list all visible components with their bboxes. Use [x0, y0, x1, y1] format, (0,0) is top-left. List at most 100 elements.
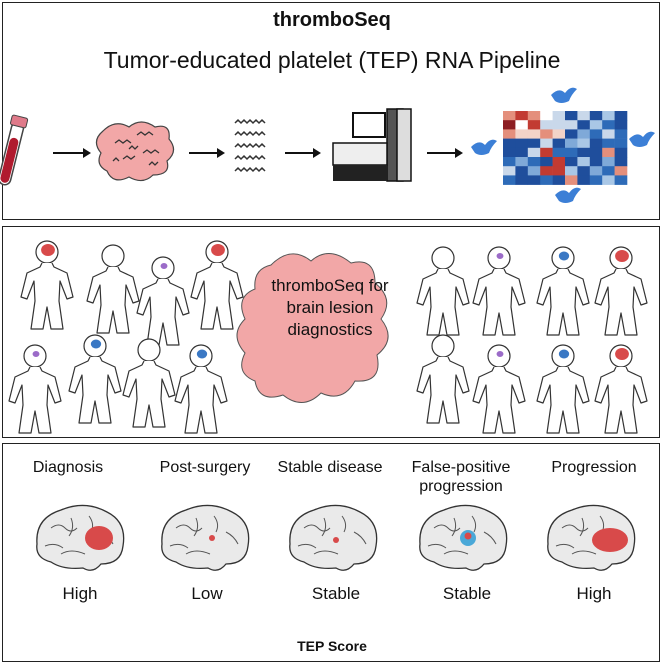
heatmap-cell [503, 157, 516, 167]
lesion-marker [333, 537, 339, 543]
heatmap-cell [602, 129, 615, 139]
heatmap-cell [614, 147, 628, 158]
patient-icon [8, 344, 62, 434]
lesion-marker [41, 244, 55, 256]
heatmap-cell [515, 166, 529, 176]
heatmap-cell [565, 157, 578, 167]
heatmap-cell [540, 147, 553, 158]
heatmap-cell [565, 111, 578, 121]
heatmap-cell [552, 147, 566, 158]
brain-icon [36, 504, 125, 571]
patients-diagram [8, 240, 648, 434]
brain-icon [289, 504, 378, 571]
brain-icon [161, 504, 250, 571]
heatmap-cell [602, 175, 615, 185]
heatmap-cell [565, 175, 578, 185]
lesion-marker [211, 244, 225, 256]
stage-label-post-surgery: Post-surgery [159, 459, 251, 476]
lesion-marker [615, 348, 629, 360]
score-label: Low [191, 584, 223, 603]
pipeline-title: thromboSeq [273, 9, 391, 31]
heatmap-cell [527, 175, 541, 185]
patients-panel: thromboSeq for brain lesion diagnostics [2, 226, 660, 438]
stage-label-false-positive: False-positive progression [411, 459, 511, 495]
lesion-marker [464, 532, 472, 540]
heatmap-cell [515, 111, 529, 121]
heatmap-cell [503, 120, 516, 130]
heatmap-cell [503, 175, 516, 185]
heatmap-cell [602, 111, 615, 121]
heatmap-cell [540, 157, 553, 167]
pipeline-subtitle: Tumor-educated platelet (TEP) RNA Pipeli… [103, 47, 561, 73]
heatmap-cell [515, 147, 529, 158]
score-label: Stable [311, 584, 361, 603]
heatmap-cell [577, 147, 591, 158]
heatmap-cell [527, 138, 541, 149]
heatmap-cell [602, 138, 615, 149]
patient-icon [594, 344, 648, 434]
arrow-icon [189, 148, 225, 158]
heatmap-cell [589, 138, 603, 149]
patient-icon [174, 344, 228, 434]
brain-icon [419, 504, 508, 571]
heatmap-cell [527, 157, 541, 167]
heatmap-cell [503, 129, 516, 139]
heatmap-cell [515, 157, 529, 167]
patient-icon [416, 246, 470, 336]
lesion-marker [85, 526, 113, 550]
heatmap-cell [515, 129, 529, 139]
heatmap-cell [565, 120, 578, 130]
heatmap-cell [515, 175, 529, 185]
heatmap-cell [565, 166, 578, 176]
patient-icon [190, 240, 244, 330]
heatmap-cell [614, 120, 628, 130]
patient-icon [86, 244, 140, 334]
lesion-marker [90, 339, 102, 349]
heatmap-cell [614, 111, 628, 121]
stages-panel: Diagnosis Post-surgery Stable disease Fa… [2, 443, 660, 662]
stage-label-diagnosis: Diagnosis [32, 459, 104, 476]
heatmap-cell [527, 147, 541, 158]
brains-diagram [36, 504, 636, 571]
heatmap-cell [589, 111, 603, 121]
heatmap-cell [552, 157, 566, 167]
heatmap-cell [589, 147, 603, 158]
heatmap-cell [577, 120, 591, 130]
heatmap-cell [540, 166, 553, 176]
lesion-marker [160, 263, 168, 269]
heatmap-cell [527, 120, 541, 130]
brain-icon [547, 504, 636, 571]
heatmap-cell [503, 138, 516, 149]
heatmap-cell [614, 138, 628, 149]
patient-icon [122, 338, 176, 428]
stage-label-progression: Progression [551, 459, 637, 476]
heatmap-cell [552, 175, 566, 185]
heatmap-cell [589, 166, 603, 176]
heatmap-icon [503, 111, 628, 185]
arrow-icon [285, 148, 321, 158]
heatmap-cell [602, 147, 615, 158]
heatmap-cell [589, 175, 603, 185]
patient-icon [472, 246, 526, 336]
heatmap-cell [602, 166, 615, 176]
heatmap-cell [540, 175, 553, 185]
bird-icon [471, 139, 497, 155]
lesion-marker [558, 349, 570, 359]
heatmap-cell [589, 120, 603, 130]
heatmap-cell [540, 120, 553, 130]
heatmap-cell [552, 111, 566, 121]
lesion-marker [196, 349, 208, 359]
lesion-marker [592, 528, 628, 552]
heatmap-cell [565, 138, 578, 149]
stage-label-stable-disease: Stable disease [277, 459, 383, 476]
blood-tube-icon [0, 114, 29, 186]
score-label: High [576, 584, 612, 603]
heatmap-cell [527, 129, 541, 139]
arrow-icon [53, 148, 91, 158]
heatmap-cell [577, 129, 591, 139]
patient-icon [68, 334, 122, 424]
patient-icon [536, 246, 590, 336]
heatmap-cell [503, 166, 516, 176]
heatmap-cell [602, 157, 615, 167]
lesion-marker [615, 250, 629, 262]
